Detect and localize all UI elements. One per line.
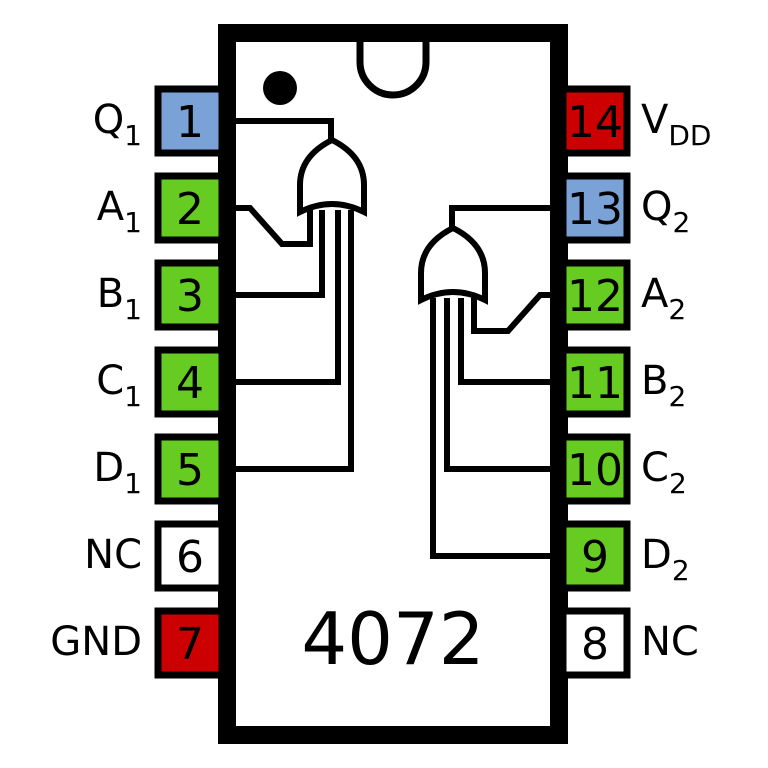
- pin-12-label: A2: [641, 271, 686, 326]
- pin-4: 4 C1: [96, 346, 226, 418]
- pin-11-number: 11: [567, 358, 623, 409]
- pin-9-label-main: D: [641, 532, 672, 578]
- pin-10-label-main: C: [641, 445, 669, 491]
- pin-2-box: [154, 172, 226, 244]
- pin-14-label: VDD: [641, 97, 712, 152]
- pin-2-label: A1: [97, 184, 142, 239]
- pin-12-label-main: A: [641, 271, 669, 317]
- pin-4-label-main: C: [96, 358, 124, 404]
- pin-13: 13 Q2: [559, 172, 690, 244]
- pin-11-label-main: B: [641, 358, 668, 404]
- pin-10-number: 10: [567, 445, 623, 496]
- pin-13-number: 13: [567, 184, 623, 235]
- part-number-label: 4072: [301, 597, 484, 681]
- pin-3-number: 3: [176, 271, 204, 322]
- pin-12: 12 A2: [559, 259, 686, 331]
- pin-1: 1Q1: [93, 85, 226, 157]
- pin-10: 10 C2: [559, 433, 687, 505]
- pin-8-label: NC: [641, 619, 699, 665]
- gate1-wiring: [236, 118, 354, 472]
- pin-2-label-subscript: 1: [124, 206, 142, 239]
- pin-4-number: 4: [176, 358, 204, 409]
- pin-14: 14 VDD: [559, 85, 712, 157]
- pin-7-label: GND: [50, 619, 142, 665]
- pin-12-box: [559, 259, 631, 331]
- pin-6-label-main: NC: [84, 532, 142, 578]
- or-gate-1: [297, 136, 367, 217]
- pin-10-box: [559, 433, 631, 505]
- pin-12-number: 12: [567, 271, 623, 322]
- pin-14-label-main: V: [641, 97, 669, 143]
- pin-14-number: 14: [567, 97, 623, 148]
- pin-1-label-main: Q: [93, 97, 124, 143]
- pin-9-label: D2: [641, 532, 690, 587]
- pin-5: 5 D1: [93, 433, 226, 505]
- pin-9-box: [559, 520, 631, 592]
- pin-7: 7 GND: [50, 607, 226, 679]
- pin-10-label: C2: [641, 445, 687, 500]
- pin-5-label-subscript: 1: [124, 467, 142, 500]
- gate2-wiring: [430, 205, 550, 559]
- pin-7-number: 7: [176, 619, 204, 670]
- pin-3-label-main: B: [97, 271, 124, 317]
- pin-13-label-subscript: 2: [672, 206, 690, 239]
- pin-1-label: Q1: [93, 97, 142, 152]
- pin-12-label-subscript: 2: [668, 293, 686, 326]
- pin-8-number: 8: [581, 619, 609, 670]
- pin-11-label-subscript: 2: [668, 380, 686, 413]
- pin-3-label: B1: [97, 271, 142, 326]
- pin-11: 11 B2: [559, 346, 686, 418]
- pin-8-box: [559, 607, 631, 679]
- pin-2: 2 A1: [97, 172, 226, 244]
- pin-1-number: 1: [176, 97, 204, 148]
- pin-7-box: [154, 607, 226, 679]
- pin-9-label-subscript: 2: [672, 554, 690, 587]
- pin-13-box: [559, 172, 631, 244]
- pin-6-number: 6: [176, 532, 204, 583]
- pin1-indicator-dot: [263, 71, 297, 105]
- pin-3-box: [154, 259, 226, 331]
- pin-4-label: C1: [96, 358, 142, 413]
- pin-6-label: NC: [84, 532, 142, 578]
- pin-2-label-main: A: [97, 184, 125, 230]
- pin-1-box: [154, 85, 226, 157]
- pin-4-label-subscript: 1: [124, 380, 142, 413]
- pin-5-number: 5: [176, 445, 204, 496]
- pin-10-label-subscript: 2: [669, 467, 687, 500]
- pin-8: 8 NC: [559, 607, 699, 679]
- pin-6-box: [154, 520, 226, 592]
- pin-14-box: [559, 85, 631, 157]
- pin-3: 3 B1: [97, 259, 226, 331]
- pin-13-label: Q2: [641, 184, 690, 239]
- pin-1-label-subscript: 1: [124, 119, 142, 152]
- pin-13-label-main: Q: [641, 184, 672, 230]
- pin-3-label-subscript: 1: [124, 293, 142, 326]
- pin-2-number: 2: [176, 184, 204, 235]
- pin-4-box: [154, 346, 226, 418]
- pin-9-number: 9: [581, 532, 609, 583]
- pin-5-label-main: D: [93, 445, 124, 491]
- pin-8-label-main: NC: [641, 619, 699, 665]
- pin-14-label-subscript: DD: [668, 119, 711, 152]
- pin-11-label: B2: [641, 358, 686, 413]
- or-gate-2: [418, 224, 488, 305]
- pin-6: 6 NC: [84, 520, 226, 592]
- pin-11-box: [559, 346, 631, 418]
- pin-7-label-main: GND: [50, 619, 142, 665]
- orientation-notch: [356, 42, 430, 99]
- pin-5-label: D1: [93, 445, 142, 500]
- pin-5-box: [154, 433, 226, 505]
